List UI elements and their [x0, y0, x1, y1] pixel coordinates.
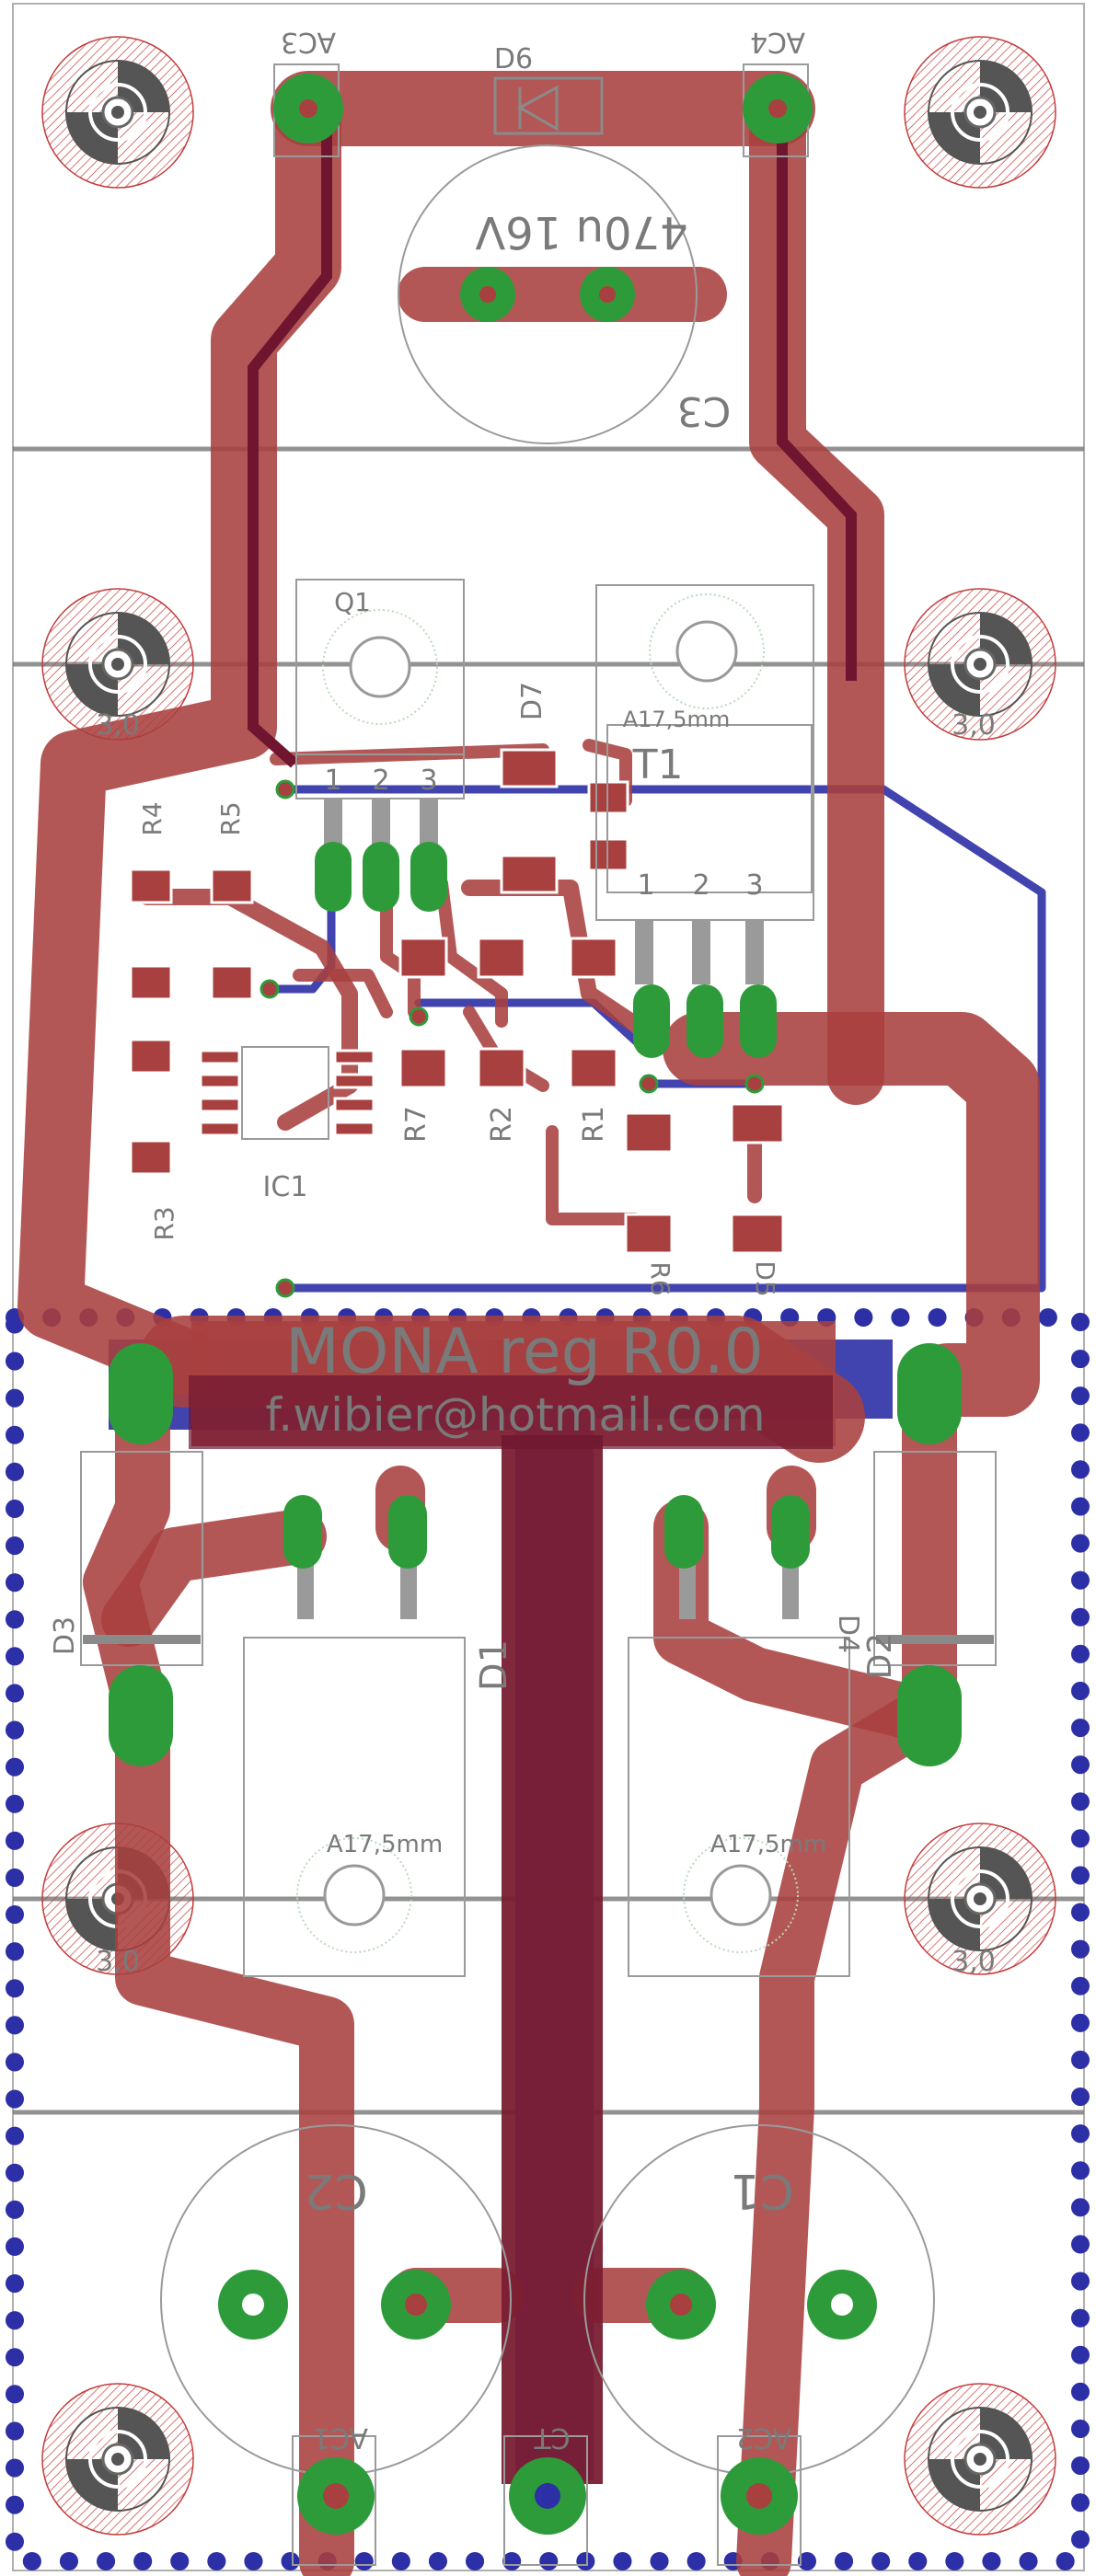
label-c1: C1	[730, 2163, 793, 2218]
label-heatsink-right: A17,5mm	[710, 1831, 826, 1858]
label-c3: C3	[677, 387, 732, 434]
label-d6: D6	[494, 43, 533, 75]
labels: AC3 AC4 D6 470u 16V C3 Q1 D7 A17,5mm T1 …	[49, 26, 996, 2454]
component-leads	[297, 799, 799, 1619]
through-hole-pads	[109, 74, 962, 2535]
label-ic1: IC1	[263, 1171, 308, 1203]
q1-heatsink	[321, 608, 439, 726]
label-q1: Q1	[334, 587, 371, 617]
label-r5: R5	[215, 801, 246, 835]
label-t1: T1	[632, 742, 684, 788]
label-c2: C2	[304, 2163, 367, 2218]
t1-heatsink	[648, 592, 766, 710]
mounting-hole-bottom-left	[40, 2382, 195, 2536]
silkscreen	[80, 63, 997, 2566]
label-hole-mid-left: 3,0	[96, 709, 140, 742]
ground-pour-outline	[6, 1308, 1090, 2570]
label-ac2: AC2	[736, 2421, 791, 2454]
label-r6: R6	[645, 1261, 675, 1295]
label-hole-low-left: 3,0	[96, 1946, 140, 1978]
label-t1-pin2: 2	[692, 869, 710, 902]
label-r1: R1	[578, 1106, 610, 1143]
mounting-hole-bottom-right	[903, 2382, 1057, 2536]
label-r2: R2	[486, 1106, 518, 1143]
label-t1-pin1: 1	[637, 869, 654, 902]
label-q1-pin2: 2	[372, 765, 389, 797]
label-r4: R4	[137, 801, 167, 835]
label-r7: R7	[400, 1106, 433, 1143]
label-ac1: AC1	[313, 2421, 368, 2454]
label-q1-pin3: 3	[420, 765, 437, 797]
label-t1-pin3: 3	[745, 869, 763, 902]
mounting-hole-top-right	[903, 35, 1057, 190]
label-ct: CT	[534, 2421, 571, 2454]
vias	[260, 779, 765, 1298]
board-title: MONA reg R0.0	[285, 1316, 764, 1388]
label-ac3: AC3	[281, 26, 336, 58]
board-author: f.wibier@hotmail.com	[265, 1388, 765, 1442]
label-d4: D4	[832, 1615, 864, 1653]
label-ac4: AC4	[750, 26, 805, 58]
label-d5: D5	[750, 1260, 780, 1296]
label-d2: D2	[861, 1633, 899, 1680]
label-d1: D1	[473, 1639, 515, 1691]
label-q1-pin1: 1	[324, 765, 341, 797]
label-r3: R3	[149, 1206, 179, 1240]
label-t1-heatsink: A17,5mm	[623, 707, 731, 732]
label-hole-low-right: 3,0	[952, 1946, 996, 1978]
label-heatsink-left: A17,5mm	[327, 1831, 443, 1858]
mounting-hole-top-left	[40, 35, 195, 190]
label-d7: D7	[516, 682, 548, 720]
label-d3: D3	[49, 1616, 81, 1655]
label-c3-value: 470u 16V	[475, 206, 687, 258]
overlap-traces	[189, 110, 857, 1449]
label-hole-mid-right: 3,0	[952, 709, 996, 742]
